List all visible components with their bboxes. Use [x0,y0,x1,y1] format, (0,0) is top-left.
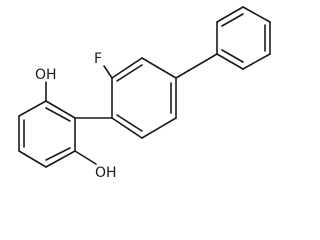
fluorophenylene-ring [111,57,177,139]
lower-hydroxyl-label: OH [95,165,117,181]
phenyl-ring [216,6,271,70]
biaryl-bond-upper [175,53,218,79]
upper-hydroxyl-label: OH [35,67,57,83]
lower-carbon-oxygen-bond [74,150,97,165]
carbon-fluorine-bond [103,65,113,79]
chemical-structure-diagram: F OH OH [18,6,271,181]
resorcinol-ring [18,100,76,168]
fluorine-label: F [94,51,102,67]
